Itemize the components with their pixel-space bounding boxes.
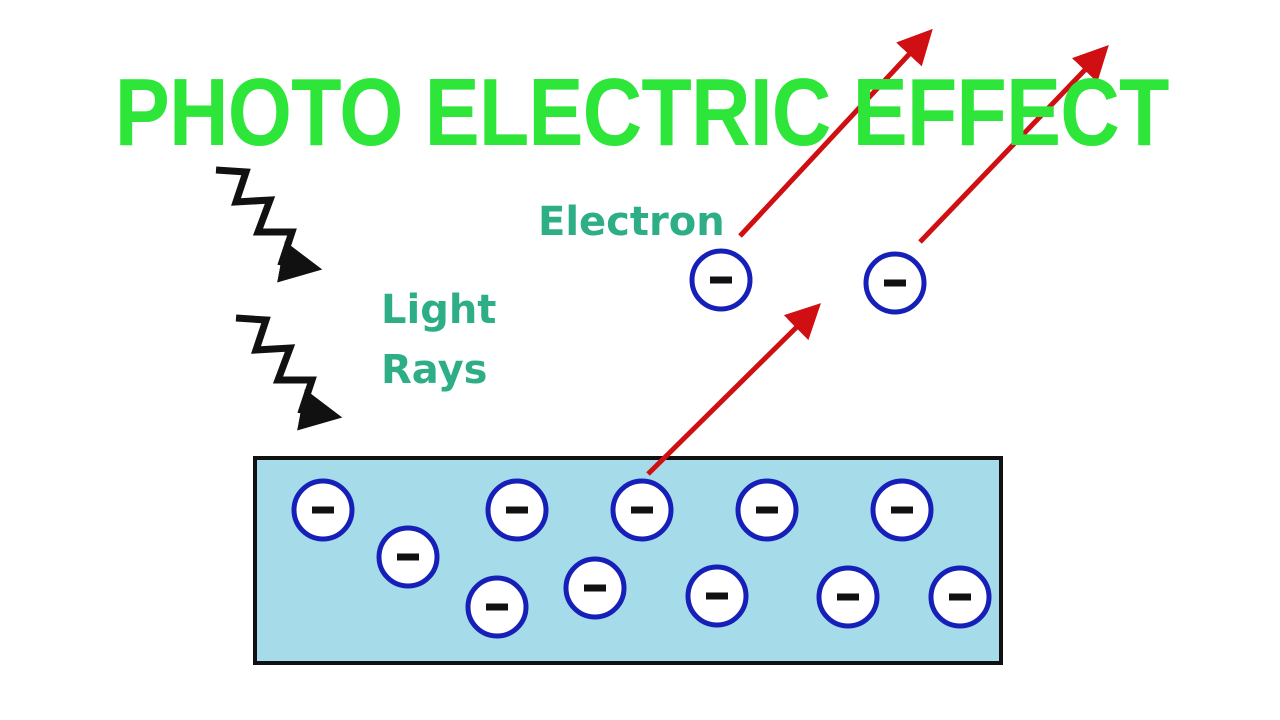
electron-in-metal: [735, 478, 799, 542]
minus-sign-icon: [710, 276, 732, 284]
electron-in-metal: [563, 556, 627, 620]
electron-label: Electron: [538, 199, 725, 245]
minus-sign-icon: [949, 593, 971, 601]
minus-sign-icon: [631, 506, 653, 514]
light-ray-2: [235, 314, 343, 431]
light-label: Light: [381, 287, 497, 333]
emitted-electron: [689, 248, 753, 312]
emitted-electrons: [689, 248, 927, 315]
page-title: PHOTO ELECTRIC EFFECT: [114, 59, 1170, 166]
emitted-electron: [863, 251, 927, 315]
minus-sign-icon: [486, 603, 508, 611]
emission-arrow-left: [738, 28, 933, 238]
light-ray-1: [215, 166, 323, 283]
electron-in-metal: [928, 565, 992, 629]
electron-in-metal: [816, 565, 880, 629]
rays-label: Rays: [381, 347, 488, 393]
emission-arrow-plate: [646, 303, 821, 476]
minus-sign-icon: [837, 593, 859, 601]
electron-in-metal: [685, 564, 749, 628]
minus-sign-icon: [506, 506, 528, 514]
electron-in-metal: [465, 575, 529, 639]
electron-in-metal: [291, 478, 355, 542]
minus-sign-icon: [706, 592, 728, 600]
electron-in-metal: [376, 525, 440, 589]
minus-sign-icon: [312, 506, 334, 514]
minus-sign-icon: [397, 553, 419, 561]
minus-sign-icon: [884, 279, 906, 287]
electron-in-metal: [870, 478, 934, 542]
minus-sign-icon: [891, 506, 913, 514]
minus-sign-icon: [756, 506, 778, 514]
electron-in-metal: [485, 478, 549, 542]
emission-arrow-right: [918, 44, 1109, 244]
electrons-in-metal: [291, 478, 992, 639]
electron-in-metal: [610, 478, 674, 542]
minus-sign-icon: [584, 584, 606, 592]
